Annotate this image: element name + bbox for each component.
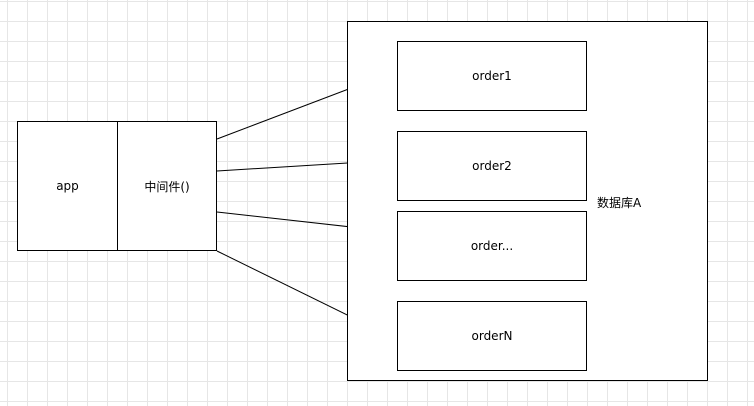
- table-order2[interactable]: order2: [397, 131, 587, 201]
- table-order-ellipsis[interactable]: order...: [397, 211, 587, 281]
- table-order-ellipsis-label: order...: [470, 239, 514, 253]
- table-order1[interactable]: order1: [397, 41, 587, 111]
- app-label: app: [56, 179, 79, 193]
- database-label: 数据库A: [597, 196, 642, 210]
- middleware-box[interactable]: 中间件(): [117, 121, 217, 251]
- table-orderN[interactable]: orderN: [397, 301, 587, 371]
- app-box[interactable]: app: [17, 121, 118, 251]
- table-order2-label: order2: [472, 159, 512, 173]
- middleware-label: 中间件(): [144, 179, 190, 194]
- table-orderN-label: orderN: [471, 329, 513, 343]
- table-order1-label: order1: [472, 69, 512, 83]
